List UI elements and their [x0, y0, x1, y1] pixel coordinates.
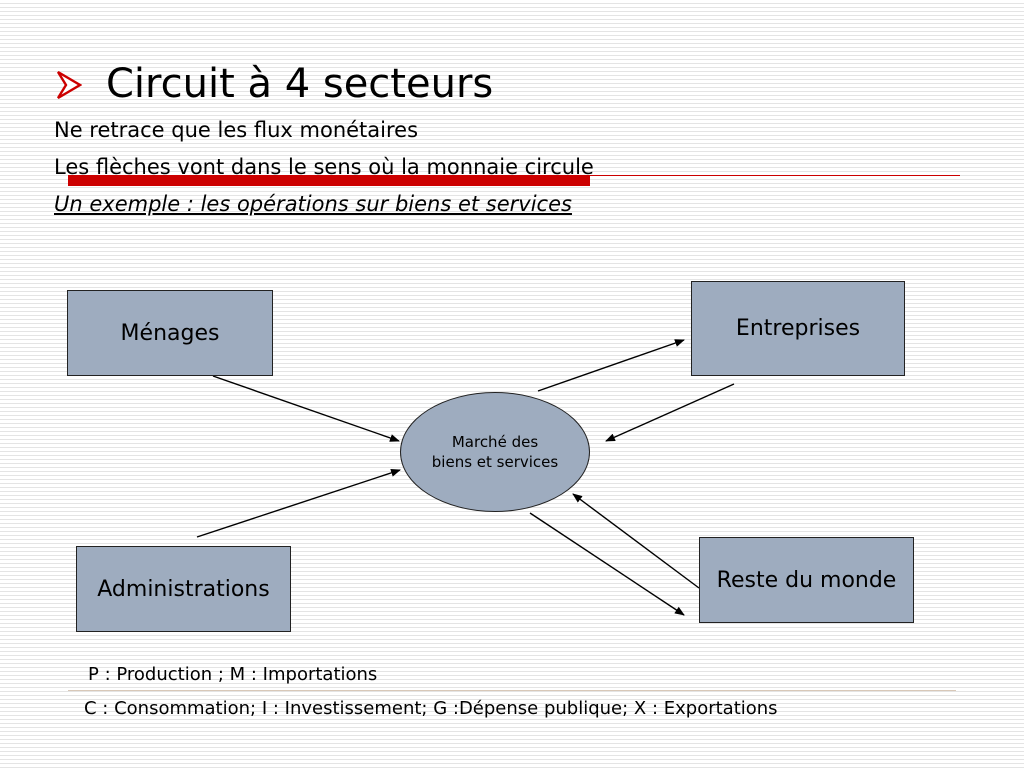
arrow-rdm-to-marche: [572, 493, 700, 589]
node-menages-label: Ménages: [120, 320, 220, 346]
arrow-marche-to-rdm: [529, 512, 685, 616]
arrow-admin-to-marche: [196, 469, 401, 538]
node-marche: Marché des biens et services: [400, 392, 590, 512]
node-reste-du-monde: Reste du monde: [699, 537, 914, 623]
arrow-marche-to-entreprises: [537, 339, 685, 392]
legend-line-1: P : Production ; M : Importations: [88, 664, 378, 685]
node-entreprises: Entreprises: [691, 281, 905, 376]
red-accent-bar: [68, 175, 590, 186]
node-administrations: Administrations: [76, 546, 291, 632]
node-entreprises-label: Entreprises: [735, 316, 861, 341]
node-marche-label-line1: Marché des: [451, 433, 539, 451]
subtitle-line-2: Les flèches vont dans le sens où la monn…: [54, 155, 594, 179]
legend-line-2: C : Consommation; I : Investissement; G …: [84, 698, 778, 719]
arrow-entreprises-to-marche: [605, 383, 735, 442]
node-menages: Ménages: [67, 290, 273, 376]
node-reste-du-monde-label: Reste du monde: [716, 568, 897, 593]
node-administrations-label: Administrations: [97, 576, 270, 602]
subtitle-line-3: Un exemple : les opérations sur biens et…: [54, 192, 572, 216]
node-marche-label-line2: biens et services: [431, 453, 559, 471]
accent-divider-line: [590, 175, 960, 176]
slide-title: Circuit à 4 secteurs: [106, 61, 494, 107]
arrow-bullet-icon: [56, 70, 82, 100]
arrow-menages-to-marche: [212, 375, 400, 442]
legend-divider-line: [68, 690, 956, 691]
subtitle-line-1: Ne retrace que les flux monétaires: [54, 118, 419, 142]
